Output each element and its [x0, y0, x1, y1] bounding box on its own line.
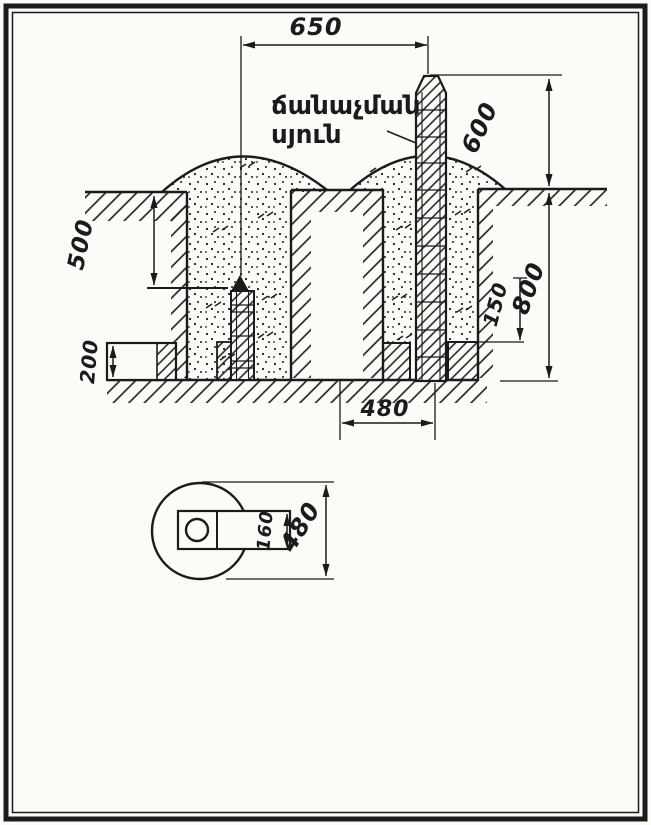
pillar-outline: [414, 74, 448, 383]
page-frame: [3, 3, 648, 822]
dim-650-label: 650: [289, 13, 342, 41]
pillar-segment-lines: [416, 109, 446, 358]
hatch-band: [479, 206, 493, 378]
soil-hatching: [85, 190, 607, 403]
pillar-callout: ճանաչման սյուն: [271, 91, 421, 150]
surface-pillar: [414, 74, 448, 383]
extension-lines: [240, 36, 562, 440]
plan-center-pipe-circle: [184, 517, 210, 543]
hatch-band: [85, 193, 187, 221]
step-block: [105, 341, 178, 382]
plan-dim-160-label: 160: [253, 509, 277, 551]
dim-200-label: 200: [75, 338, 103, 385]
backfill-tick-marks: [205, 161, 482, 361]
collar-left: [382, 342, 411, 381]
collar-right: [447, 341, 479, 381]
hatch-band: [291, 191, 383, 212]
mound-left-outline: [161, 155, 328, 193]
pillar-inner-lines: [421, 92, 441, 381]
pillar-callout-line2: սյուն: [271, 120, 342, 150]
callout-leader-line: [386, 130, 417, 144]
hatch-band: [479, 190, 607, 206]
monument-pillar: [230, 290, 255, 381]
plan-monument-rect: [176, 509, 292, 551]
hatch-band: [363, 212, 383, 378]
step-block-hatched: [156, 342, 177, 381]
center-mark-triangle: [231, 275, 249, 291]
hatch-band: [171, 205, 187, 378]
plan-extension-lines: [202, 481, 334, 580]
buried-monument: [147, 275, 255, 381]
backfill-left: [162, 156, 327, 380]
plan-dimension-lines: [283, 484, 330, 577]
dim-480-bottom-label: 480: [360, 397, 410, 422]
pillar-callout-line1: ճանաչման: [271, 91, 421, 121]
frame-outer: [3, 3, 648, 822]
frame-inner: [11, 11, 640, 814]
hatch-band: [292, 212, 311, 378]
anchor-collars: [382, 341, 479, 381]
hatch-band: [107, 381, 487, 403]
dimension-lines: [109, 41, 553, 427]
